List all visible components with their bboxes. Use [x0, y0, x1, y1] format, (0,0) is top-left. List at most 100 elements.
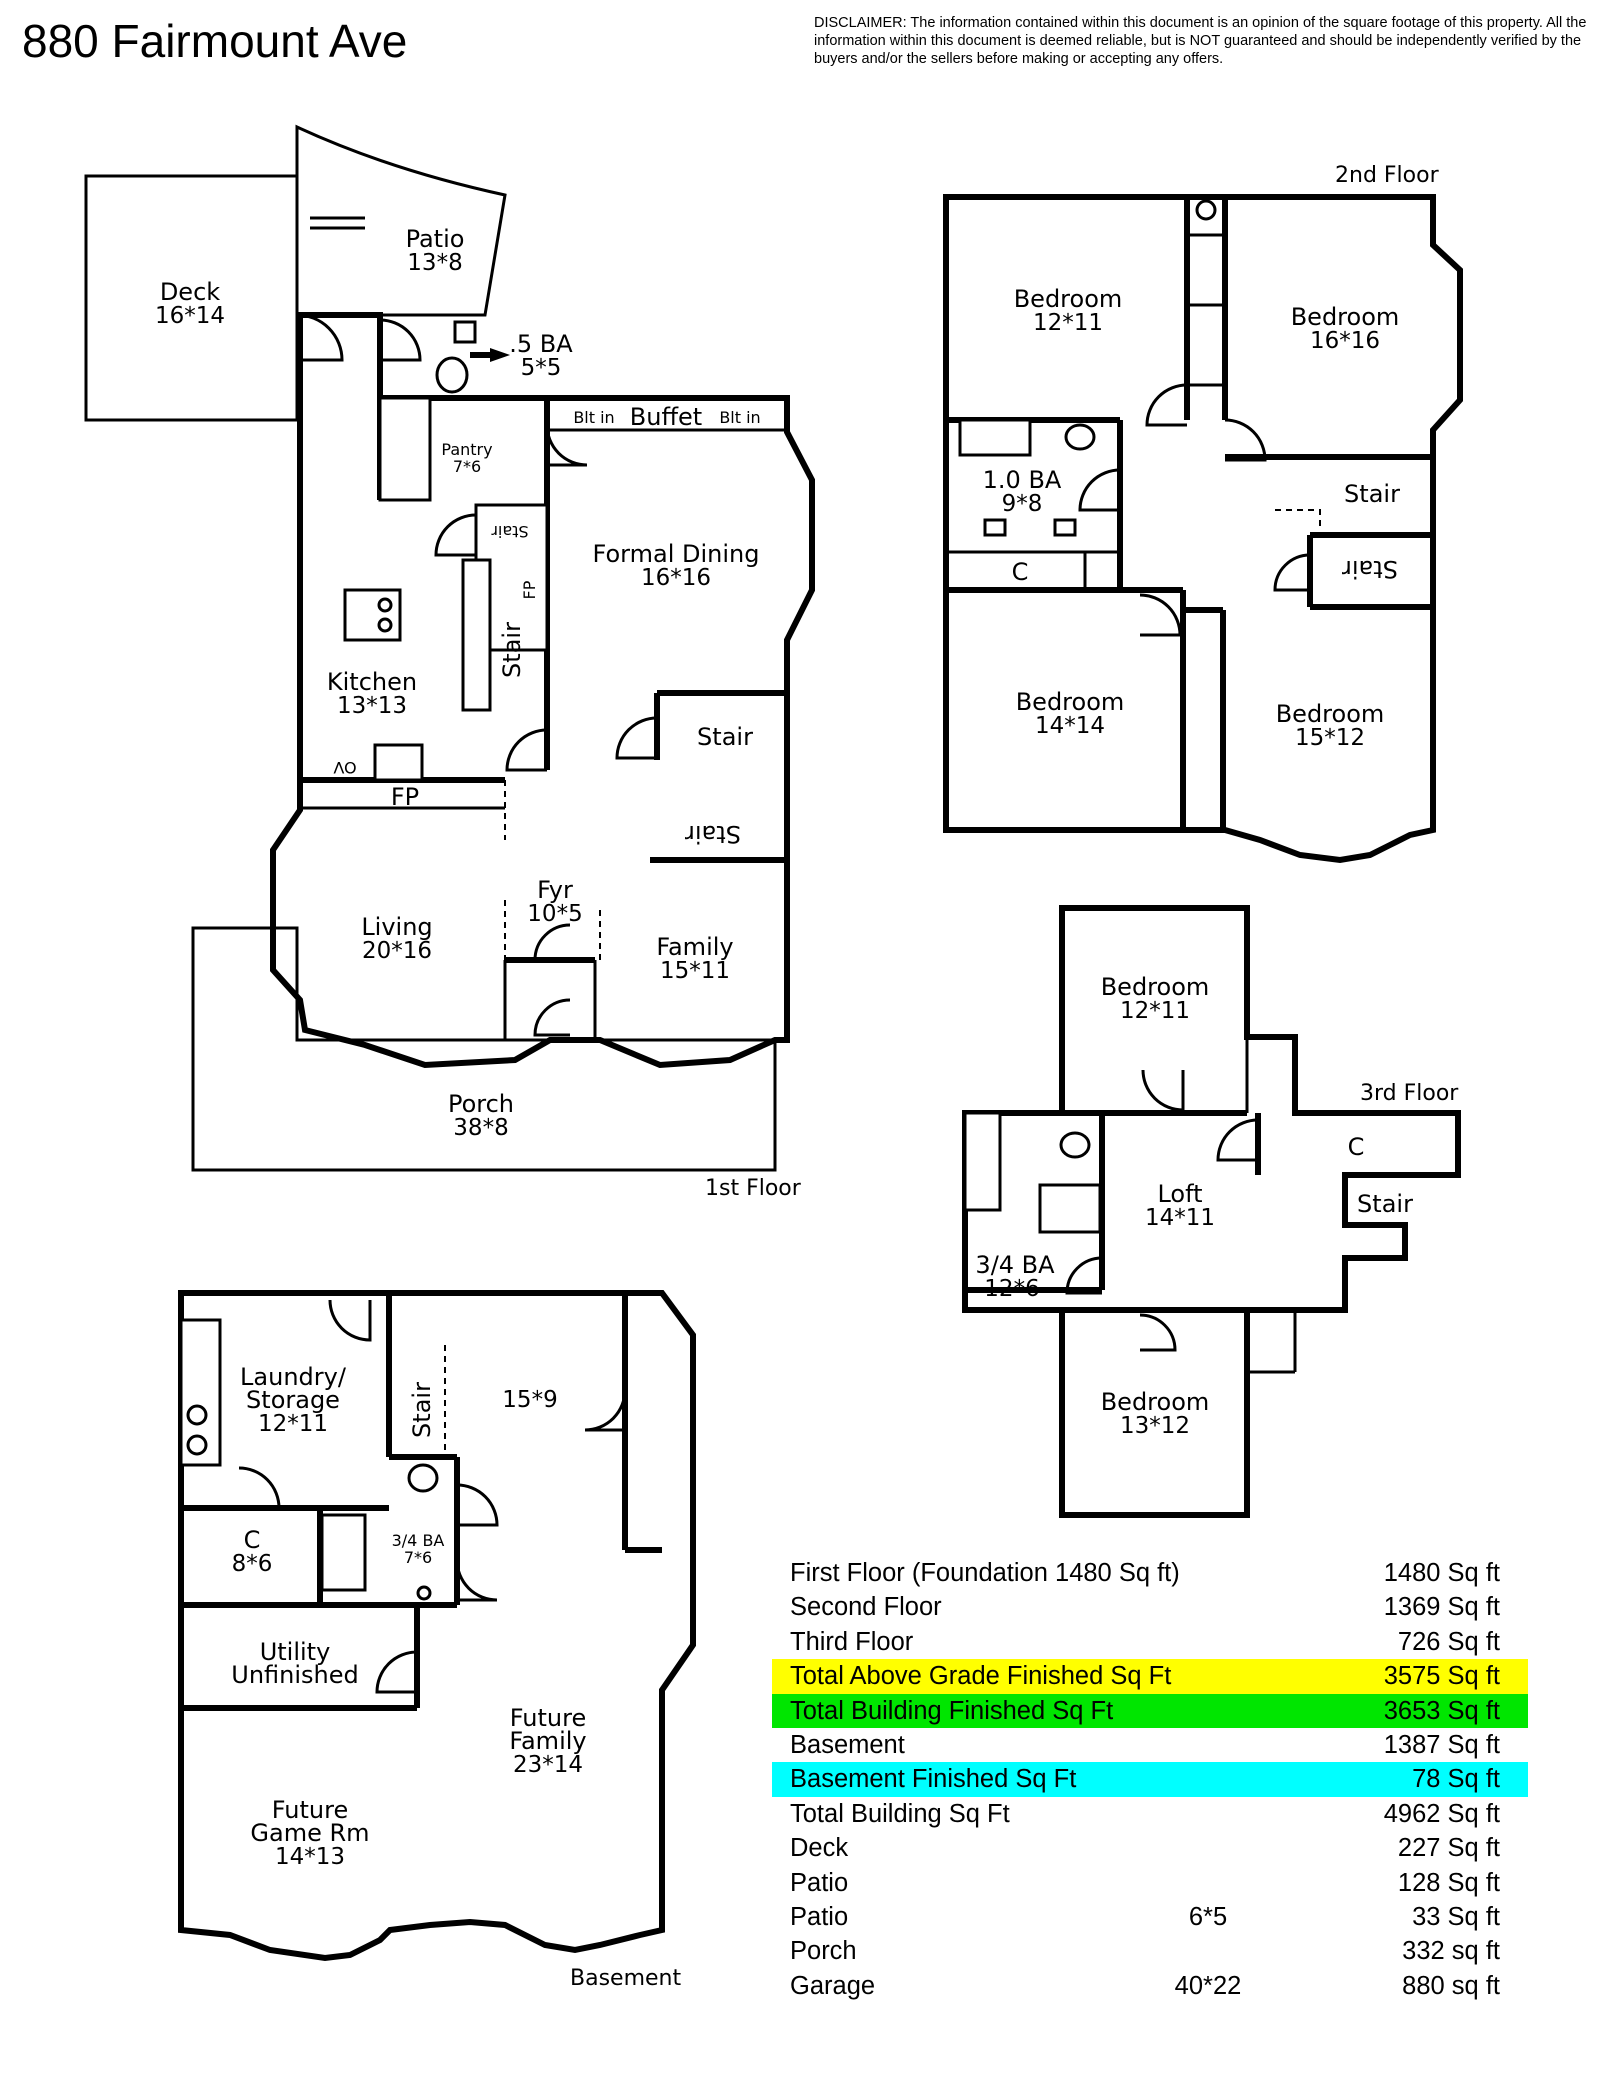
sq-ft-row-name: Total Building Finished Sq Ft	[790, 1696, 1114, 1725]
deck-name: Deck	[160, 278, 220, 306]
dining-stair-label: Stair	[697, 723, 753, 751]
sq-ft-row-dims: 6*5	[1188, 1902, 1228, 1931]
sq-ft-row: Patio 128 Sq ft	[772, 1866, 1528, 1900]
sq-ft-row-value: 128 Sq ft	[1397, 1868, 1500, 1897]
second-bedroom-sw-name: Bedroom	[1016, 688, 1125, 716]
future-family-dims: 23*14	[513, 1752, 583, 1778]
loft-name: Loft	[1157, 1180, 1202, 1208]
loft-dims: 14*11	[1145, 1205, 1215, 1231]
porch-name: Porch	[448, 1090, 514, 1118]
pantry-dims: 7*6	[453, 457, 481, 476]
sq-ft-row-name: Deck	[790, 1834, 849, 1863]
future-game-dims: 14*13	[275, 1844, 345, 1870]
first-floor-walls	[270, 312, 815, 1069]
third-bedroom-n-dims: 12*11	[1120, 998, 1190, 1024]
sq-ft-row-value: 227 Sq ft	[1397, 1834, 1500, 1863]
second-floor-plan: 2nd Floor Bedroom 12*11 Bedroom 16*16 1.…	[943, 163, 1463, 864]
living-name: Living	[361, 913, 432, 941]
second-stair-label: Stair	[1344, 480, 1400, 508]
sq-ft-row-name: Patio	[790, 1868, 849, 1897]
basement-closet-name: C	[244, 1526, 261, 1554]
kitchen-name: Kitchen	[327, 668, 417, 696]
formal-dining-dims: 16*16	[641, 565, 711, 591]
basement-bath-dims: 7*6	[404, 1548, 432, 1567]
sq-ft-row-name: Second Floor	[790, 1593, 942, 1622]
second-floor-label: 2nd Floor	[1335, 163, 1440, 188]
room-15x9-dims: 15*9	[502, 1387, 557, 1413]
square-footage-table: First Floor (Foundation 1480 Sq ft) 1480 …	[772, 1556, 1528, 2003]
second-bedroom-ne-dims: 16*16	[1310, 328, 1380, 354]
first-floor-plan: 1st Floor Deck 16*14 Patio 13*8 .5 BA 5*…	[84, 124, 815, 1201]
sq-ft-row-value: 1369 Sq ft	[1383, 1593, 1500, 1622]
basement-closet-dims: 8*6	[232, 1551, 273, 1577]
third-bath-name: 3/4 BA	[975, 1251, 1055, 1279]
sq-ft-row-name: Basement	[790, 1730, 905, 1759]
formal-dining-name: Formal Dining	[593, 540, 760, 568]
foyer-dims: 10*5	[527, 901, 582, 927]
third-stair-label: Stair	[1357, 1190, 1413, 1218]
porch-dims: 38*8	[453, 1115, 508, 1141]
sq-ft-row: Deck 227 Sq ft	[772, 1831, 1528, 1865]
kitchen-stair-label: Stair	[498, 622, 526, 678]
second-stair-flipped-label: Stair	[1342, 555, 1398, 583]
basement-stair-label: Stair	[408, 1382, 436, 1438]
second-bedroom-nw-dims: 12*11	[1033, 310, 1103, 336]
third-closet-label: C	[1348, 1133, 1365, 1161]
buffet-label: Buffet	[630, 403, 702, 431]
built-in-right-label: Blt in	[719, 408, 760, 427]
third-floor-plan: 3rd Floor Bedroom 12*11 Loft 14*11 3/4 B…	[962, 905, 1461, 1518]
second-bath-name: 1.0 BA	[983, 466, 1062, 494]
second-bath-dims: 9*8	[1002, 491, 1043, 517]
half-bath-name: .5 BA	[509, 330, 573, 358]
sq-ft-row-value: 3575 Sq ft	[1383, 1662, 1500, 1691]
deck-dims: 16*14	[155, 303, 225, 329]
third-floor-walls	[962, 905, 1461, 1518]
third-bedroom-s-name: Bedroom	[1101, 1388, 1210, 1416]
basement-bath-name: 3/4 BA	[392, 1531, 445, 1550]
basement-walls	[178, 1290, 696, 1962]
laundry-dims: 12*11	[258, 1411, 328, 1437]
family-dims: 15*11	[660, 958, 730, 984]
second-bedroom-se-name: Bedroom	[1276, 700, 1385, 728]
oven-label: OV	[333, 758, 356, 777]
second-bedroom-se-dims: 15*12	[1295, 725, 1365, 751]
sq-ft-row-value: 332 sq ft	[1402, 1937, 1500, 1966]
utility-name-line1: Utility	[260, 1638, 331, 1666]
sq-ft-row-name: First Floor (Foundation 1480 Sq ft)	[790, 1559, 1180, 1587]
second-closet-label: C	[1012, 558, 1029, 586]
kitchen-dims: 13*13	[337, 693, 407, 719]
first-floor-label: 1st Floor	[705, 1176, 802, 1201]
laundry-name-line2: Storage	[246, 1386, 340, 1414]
sq-ft-row-dims: 40*22	[1174, 1971, 1242, 2000]
bottom-fireplace-label: FP	[391, 783, 419, 811]
property-address: 880 Fairmount Ave	[22, 15, 408, 67]
sq-ft-row-value: 78 Sq ft	[1412, 1765, 1500, 1794]
sq-ft-row: Porch 332 sq ft	[772, 1934, 1528, 1968]
patio-name: Patio	[406, 225, 465, 253]
sq-ft-row-name: Patio	[790, 1902, 849, 1931]
future-family-name-line1: Future	[510, 1704, 586, 1732]
sq-ft-row-name: Basement Finished Sq Ft	[790, 1765, 1077, 1794]
future-game-name-line1: Future	[272, 1796, 348, 1824]
sq-ft-row-value: 880 sq ft	[1402, 1971, 1500, 2000]
sq-ft-row-name: Porch	[790, 1937, 857, 1966]
sq-ft-row: Third Floor 726 Sq ft	[772, 1625, 1528, 1659]
sq-ft-row-value: 726 Sq ft	[1397, 1627, 1500, 1656]
sq-ft-row-value: 4962 Sq ft	[1383, 1799, 1500, 1828]
second-bedroom-ne-name: Bedroom	[1291, 303, 1400, 331]
dining-stair-flipped-label: Stair	[685, 820, 741, 848]
stair-top-label: Stair	[491, 522, 529, 541]
laundry-name-line1: Laundry/	[240, 1363, 347, 1391]
kitchen-fireplace-label: FP	[520, 580, 539, 599]
basement-plan: Basement Laundry/ Storage 12*11 Stair 15…	[178, 1290, 696, 1991]
sq-ft-row: Patio 6*5 33 Sq ft	[772, 1900, 1528, 1934]
sq-ft-row-value: 33 Sq ft	[1412, 1902, 1500, 1931]
sq-ft-row-value: 1480 Sq ft	[1383, 1559, 1500, 1587]
second-floor-walls	[943, 194, 1463, 864]
sq-ft-row-name: Garage	[790, 1971, 876, 2000]
sq-ft-row: First Floor (Foundation 1480 Sq ft) 1480 …	[772, 1556, 1528, 1590]
sq-ft-row-name: Third Floor	[790, 1627, 914, 1656]
